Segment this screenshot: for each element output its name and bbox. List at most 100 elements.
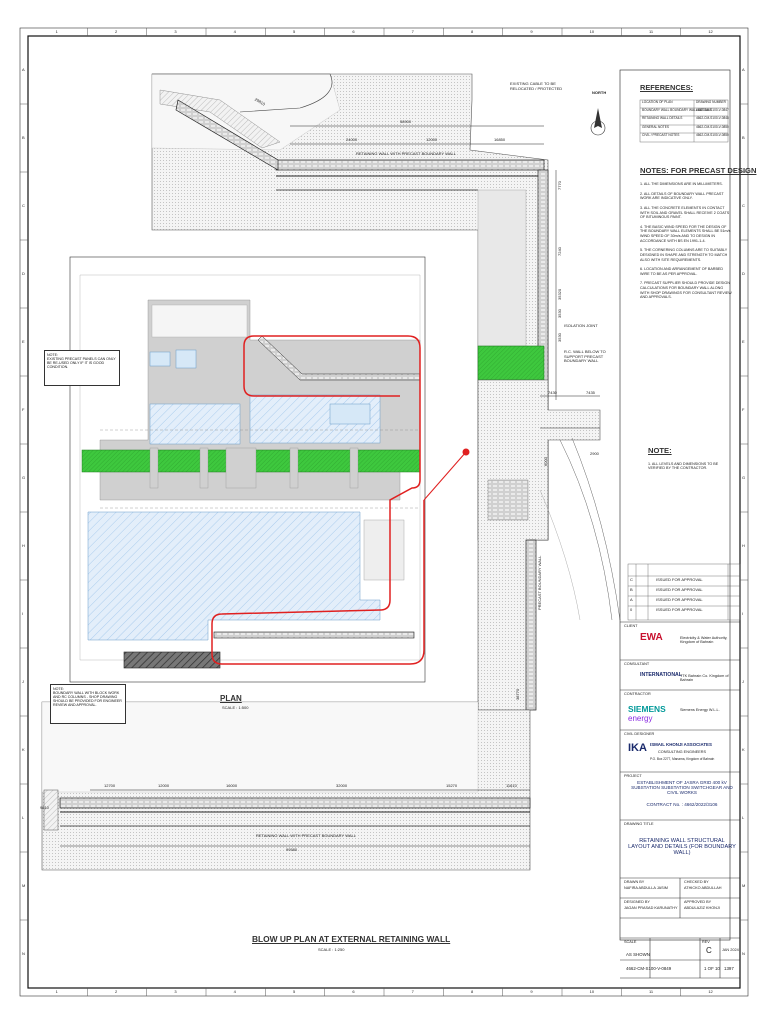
contractor-desc: Siemens Energy W.L.L. — [680, 708, 720, 712]
grid-row-label: H — [742, 543, 745, 548]
reference-cell: 4662-CM-S100-V-0847 — [696, 108, 729, 112]
grid-col-label: 7 — [411, 989, 414, 994]
dim-bottom-4: 15270 — [446, 783, 458, 788]
designer-contact: P.O. Box 2277, Manama, Kingdom of Bahrai… — [650, 757, 715, 761]
grid-row-label: J — [22, 679, 24, 684]
grid-row-label: N — [22, 951, 25, 956]
reference-cell: 4662-CM-S100-V-0850 — [696, 133, 729, 137]
grid-row-label: F — [22, 407, 25, 412]
dim-bottom-0: 12700 — [104, 783, 116, 788]
revision-description: ISSUED FOR APPROVAL — [656, 587, 703, 592]
approved-label: APPROVED BY — [684, 900, 712, 904]
dim-bottom-2: 16000 — [226, 783, 238, 788]
north-label: NORTH — [592, 90, 607, 95]
date-value: JAN 2024 — [722, 948, 739, 952]
existing-cable-label: EXISTING CABLE TO BE RELOCATED / PROTECT… — [510, 81, 563, 91]
contractor-label: CONTRACTOR — [624, 692, 651, 696]
grid-col-label: 10 — [589, 989, 595, 994]
references-heading: REFERENCES: — [640, 83, 693, 92]
boundary-wall-vertical-label: PRECAST BOUNDARY WALL — [537, 555, 542, 610]
dim-bottom-5: 11610 — [506, 783, 517, 788]
isolation-joint-label: ISOLATION JOINT — [564, 323, 598, 328]
reference-cell: BOUNDARY WALL BOUNDARY WALL DETAILS — [642, 108, 712, 112]
grid-row-label: K — [22, 747, 25, 752]
designer-name: ISMAIL KHONJI ASSOCIATES — [650, 742, 712, 747]
retaining-wall-bottom-label: RETAINING WALL WITH PRECAST BOUNDARY WAL… — [256, 833, 356, 838]
grid-col-label: 12 — [708, 989, 713, 994]
grid-col-label: 11 — [649, 29, 654, 34]
consultant-label: CONSULTANT — [624, 662, 650, 666]
designer-sub: CONSULTING ENGINEERS — [658, 750, 707, 754]
rev-value: C — [706, 946, 712, 955]
dim-bottom-3: 32000 — [336, 783, 348, 788]
revision-description: ISSUED FOR APPROVAL — [656, 577, 703, 582]
scale-label: SCALE — [624, 940, 637, 944]
precast-note-item: 6. LOCATION AND ARRANGEMENT OF BARBED WI… — [640, 267, 724, 276]
blowup-scale: SCALE : 1:250 — [318, 947, 345, 952]
dim-right-8: 2900 — [590, 451, 599, 456]
grid-row-label: M — [22, 883, 26, 888]
project-label: PROJECT — [624, 774, 642, 778]
grid-col-label: 12 — [708, 29, 713, 34]
plan-title: PLAN — [220, 694, 242, 703]
designer-label: CIVIL DESIGNER — [624, 732, 655, 736]
dim-bottom-7: 9810 — [40, 805, 49, 810]
dim-bottom-1: 12000 — [158, 783, 170, 788]
grid-row-label: N — [742, 951, 745, 956]
precast-note-item: 2. ALL DETAILS OF BOUNDARY WALL PRECAST … — [640, 191, 724, 201]
reference-cell: RETAINING WALL DETAILS — [642, 116, 683, 120]
dim-right-0: 7770 — [557, 181, 562, 190]
dim-right-4: 3530 — [557, 333, 562, 342]
grid-row-label: K — [742, 747, 745, 752]
revision-description: ISSUED FOR APPROVAL — [656, 597, 703, 602]
plan-note-1-text: EXISTING PRECAST PANELS CAN ONLY BE RE-U… — [47, 357, 116, 369]
notes-precast-heading: NOTES: FOR PRECAST DESIGN — [640, 166, 757, 175]
grid-row-label: B — [22, 135, 25, 140]
grid-col-label: 4 — [233, 989, 236, 994]
grid-col-label: 3 — [174, 989, 177, 994]
checked-label: CHECKED BY — [684, 880, 709, 884]
rc-wall-label: R.C. WALL BELOW TO SUPPORT PRECAST BOUND… — [564, 349, 606, 364]
revision-letter: B — [630, 587, 633, 592]
precast-note-item: 3. ALL THE CONCRETE ELEMENTS IN CONTACT … — [640, 205, 730, 220]
grid-row-label: I — [22, 611, 24, 616]
grid-col-label: 10 — [589, 29, 595, 34]
grid-col-label: 7 — [411, 29, 414, 34]
dim-top-1: 24000 — [346, 137, 358, 142]
plan-note-2-text: BOUNDARY WALL WITH BLOCK WORK AND RC COL… — [53, 691, 122, 707]
contract-no: CONTRACT No. : 4662/2022/3106 — [646, 802, 718, 807]
reference-cell: DRAWING NUMBER — [696, 100, 726, 104]
dim-right-7: 6000 — [543, 457, 548, 466]
client-label: CLIENT — [624, 624, 638, 628]
dim-top-3: 16850 — [494, 137, 506, 142]
grid-row-label: G — [22, 475, 26, 480]
dim-top-0: 58900 — [400, 119, 412, 124]
revision-letter: C — [630, 577, 633, 582]
dim-right-9: 38770 — [515, 688, 520, 700]
reference-cell: 4662-CM-S100-V-0848 — [696, 116, 729, 120]
plan-note-2: NOTE: BOUNDARY WALL WITH BLOCK WORK AND … — [50, 684, 126, 724]
dim-right-5: 7435 — [586, 390, 595, 395]
sheet-number: 1 OF 10 — [704, 966, 720, 971]
grid-col-label: 1 — [55, 989, 58, 994]
grid-row-label: G — [742, 475, 746, 480]
grid-row-label: E — [22, 339, 25, 344]
grid-row-label: I — [742, 611, 744, 616]
drawing-number: 4662-CM-S100-V-0849 — [626, 966, 672, 971]
grid-row-label: D — [742, 271, 745, 276]
dim-right-1: 7240 — [557, 247, 562, 256]
grid-row-label: L — [742, 815, 745, 820]
grid-col-label: 8 — [471, 989, 474, 994]
plan-scale: SCALE : 1:500 — [222, 705, 249, 710]
designed-name: JAGAN PRASAD KARUNATHY — [624, 906, 678, 910]
grid-col-label: 6 — [352, 989, 355, 994]
precast-note-item: 5. THE CORNERING COLUMNS ARE TO SUITABLY… — [640, 248, 728, 262]
grid-row-label: C — [742, 203, 745, 208]
blowup-title: BLOW UP PLAN AT EXTERNAL RETAINING WALL — [252, 934, 451, 944]
consultant-sub: TTK Bahrain Co. Kingdom of Bahrain — [680, 674, 729, 682]
precast-note-item: 4. THE BASIC WIND SPEED FOR THE DESIGN O… — [640, 224, 731, 243]
plan-note-2-heading: NOTE: — [53, 687, 64, 691]
dim-right-2: 35320 — [557, 288, 562, 300]
